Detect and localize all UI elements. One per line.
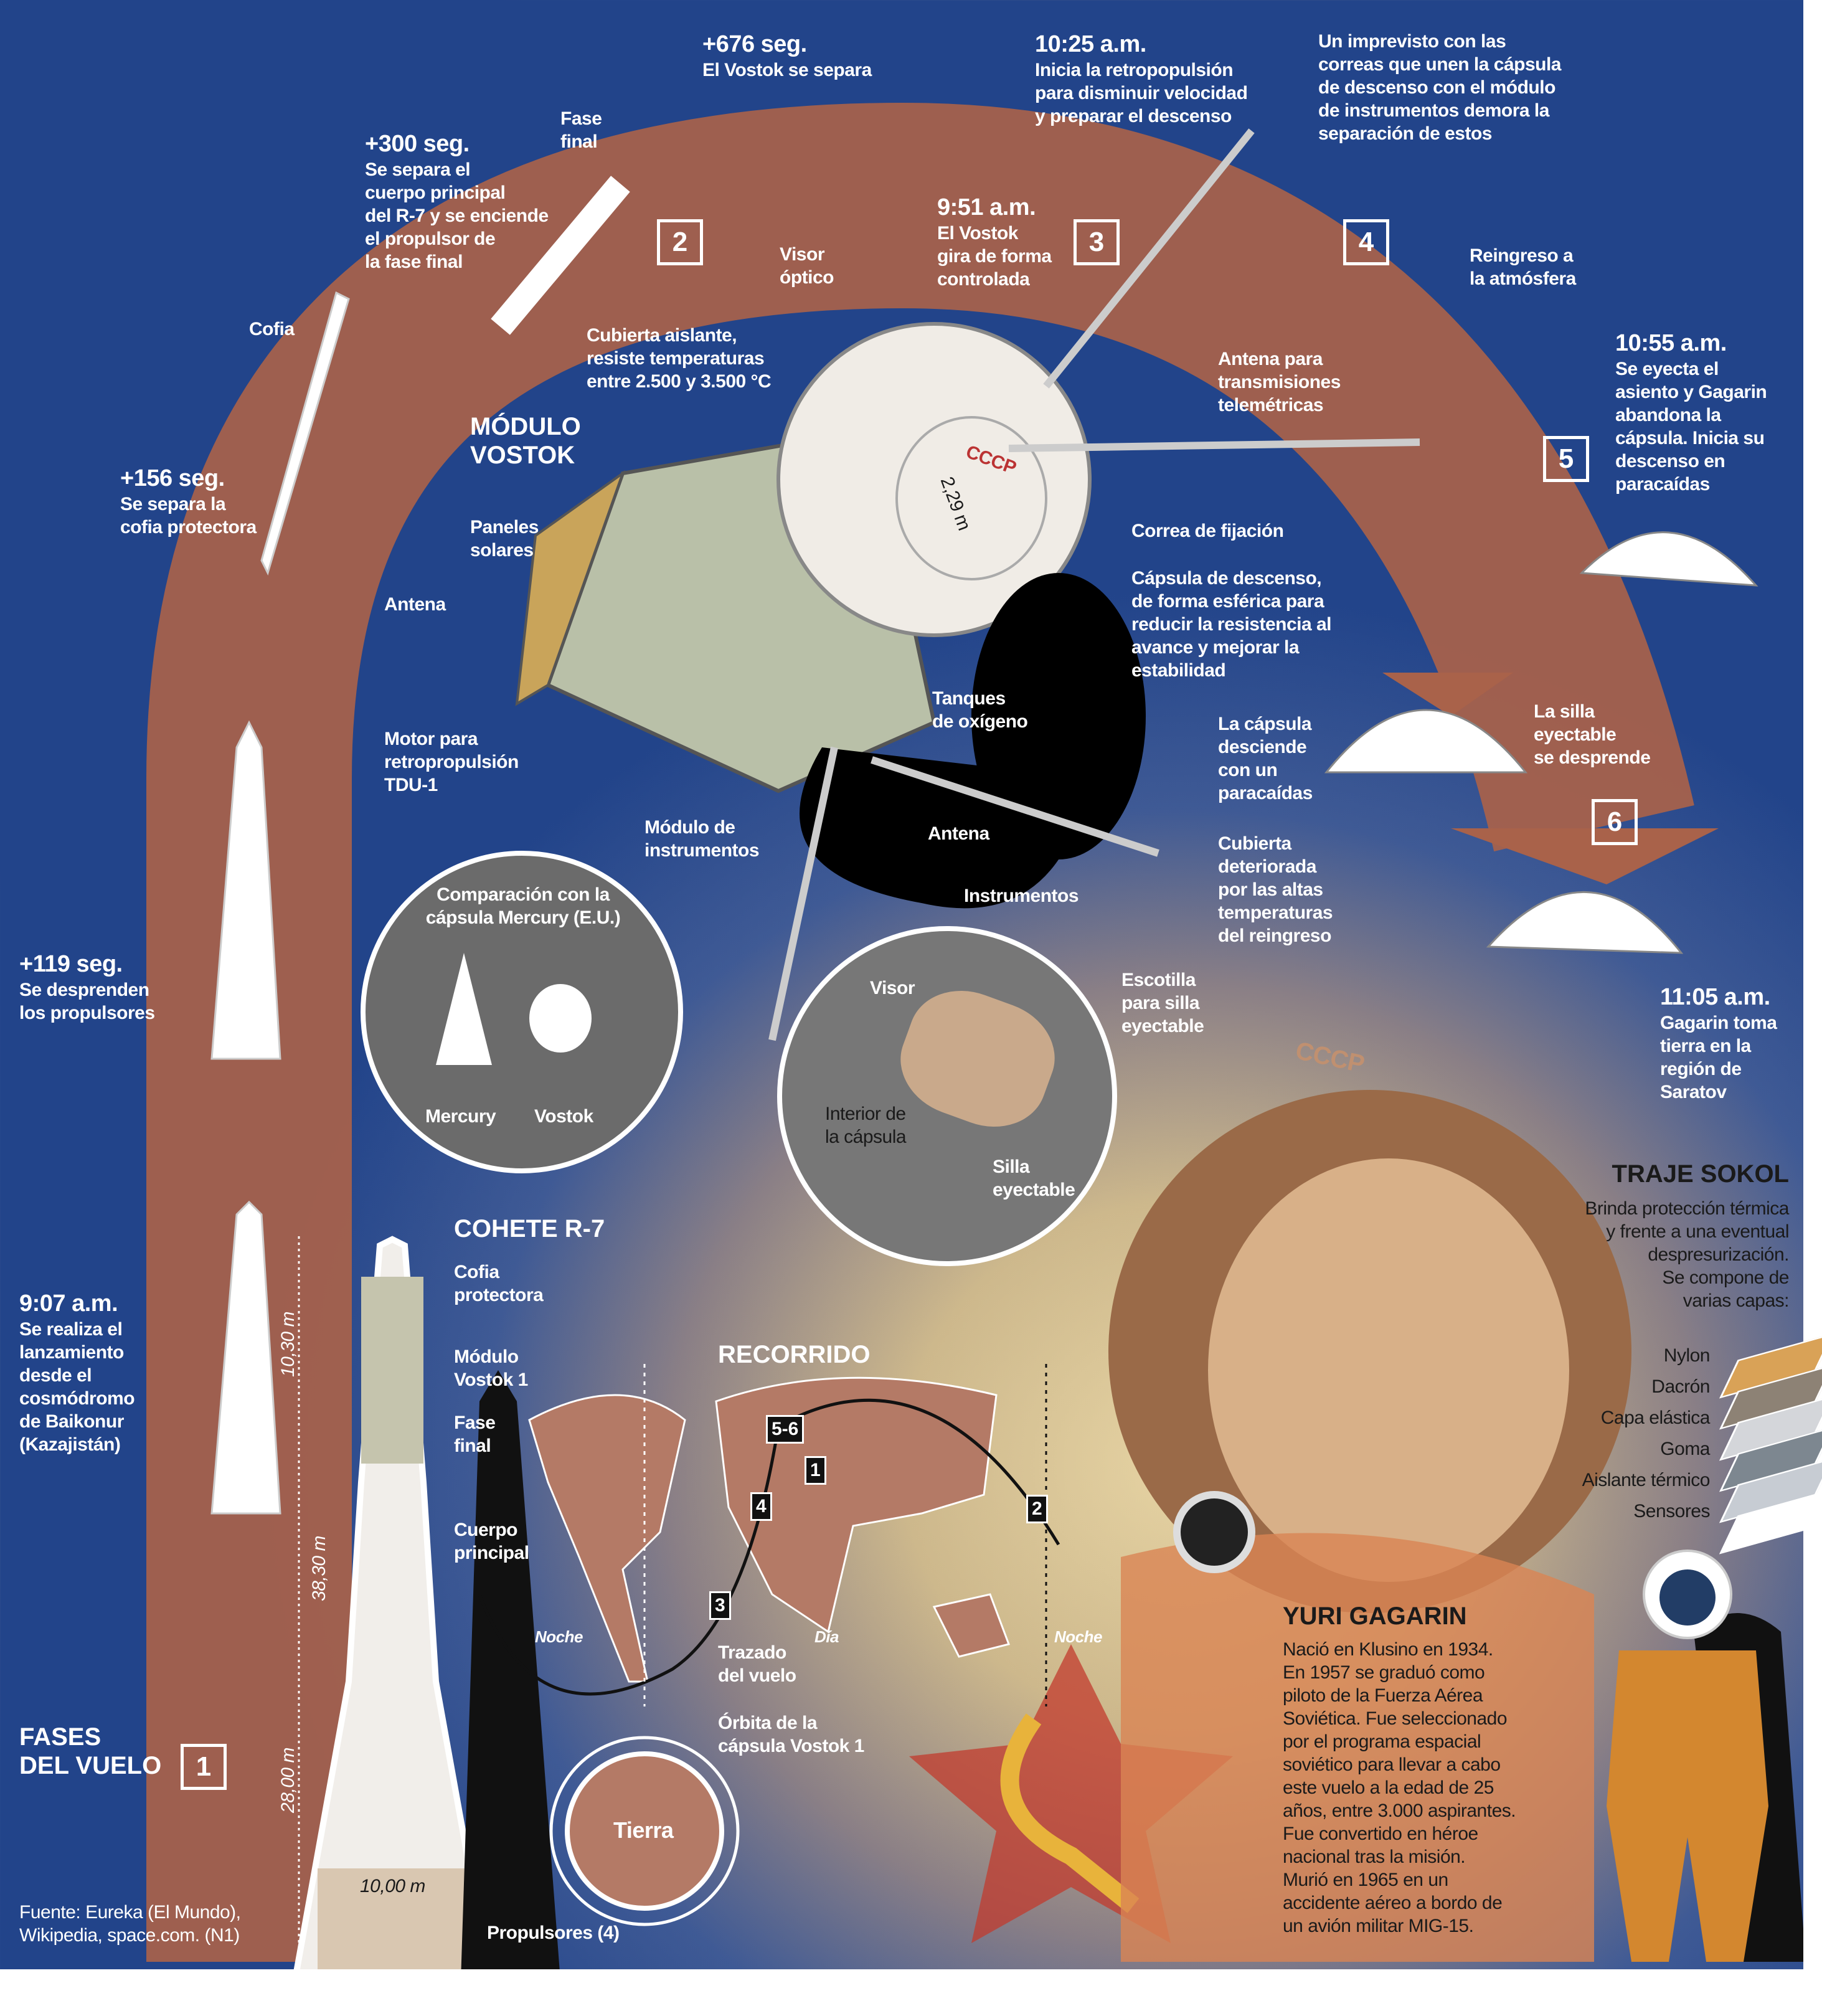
- flight-trajectory: [478, 1398, 1060, 1696]
- label-paneles: Paneles solares: [470, 517, 539, 561]
- phase-number-5: 5: [1543, 436, 1589, 482]
- route-title: RECORRIDO: [718, 1341, 871, 1368]
- label-noche-1: Noche: [535, 1627, 583, 1646]
- rocket-label-cofia: Cofia protectora: [454, 1262, 544, 1305]
- label-modulo-instrumentos: Módulo de instrumentos: [644, 817, 760, 861]
- label-antena-2: Antena: [928, 823, 989, 844]
- suit-layer-capa: Capa elástica: [1600, 1408, 1711, 1428]
- comparison-circle: [361, 851, 683, 1173]
- label-capsula: Cápsula de descenso, de forma esférica p…: [1131, 568, 1332, 681]
- label-cofia: Cofia: [249, 319, 295, 339]
- hammer-sickle-icon: [1000, 1713, 1140, 1913]
- label-motor: Motor para retropropulsión TDU-1: [384, 729, 519, 795]
- dim-width: 10,00 m: [360, 1876, 425, 1896]
- event-capsule-descent: La cápsula desciende con un paracaídas: [1218, 714, 1313, 803]
- phase-number-2: 2: [657, 219, 703, 265]
- label-antena-telemetria: Antena para transmisiones telemétricas: [1218, 349, 1341, 415]
- label-vostok: Vostok: [534, 1106, 593, 1127]
- dim-top: 10,30 m: [277, 1312, 298, 1377]
- parachute-icon: [1324, 531, 1758, 954]
- label-trazado: Trazado del vuelo: [718, 1642, 796, 1686]
- rocket-label-propulsores: Propulsores (4): [487, 1923, 620, 1943]
- label-tierra: Tierra: [613, 1817, 674, 1843]
- phase-number-1: 1: [181, 1744, 227, 1790]
- label-interior: Interior de la cápsula: [825, 1104, 907, 1147]
- label-escotilla: Escotilla para silla eyectable: [1121, 970, 1204, 1036]
- mercury-capsule-icon: [436, 953, 492, 1065]
- gagarin-bio: Nació en Klusino en 1934. En 1957 se gra…: [1283, 1639, 1516, 1936]
- event-strap-issue: Un imprevisto con las correas que unen l…: [1318, 31, 1562, 144]
- sokol-suit-illustration: [1607, 1550, 1806, 1962]
- suit-layer-nylon: Nylon: [1663, 1345, 1711, 1366]
- event-rotation: 9:51 a.m.El Vostok gira de forma control…: [937, 194, 1052, 290]
- label-dia: Día: [814, 1627, 839, 1646]
- map-marker-5-6: 5-6: [766, 1415, 805, 1444]
- label-instrumentos: Instrumentos: [964, 886, 1079, 906]
- event-seat-release: La silla eyectable se desprende: [1534, 701, 1651, 768]
- suit-title: TRAJE SOKOL: [1612, 1160, 1789, 1188]
- label-correa: Correa de fijación: [1131, 521, 1284, 541]
- label-antena-1: Antena: [384, 594, 446, 615]
- label-tanques: Tanques de oxígeno: [932, 688, 1028, 732]
- label-cubierta: Cubierta aislante, resiste temperaturas …: [587, 325, 772, 392]
- label-silla: Silla eyectable: [993, 1157, 1075, 1200]
- phase-number-4: 4: [1343, 219, 1389, 265]
- suit-layer-aislante: Aislante térmico: [1582, 1470, 1711, 1490]
- source-note: Fuente: Eureka (El Mundo), Wikipedia, sp…: [19, 1902, 241, 1946]
- event-launch: 9:07 a.m.Se realiza el lanzamiento desde…: [19, 1290, 135, 1455]
- map-marker-2: 2: [1026, 1495, 1048, 1523]
- bottom-margin: [0, 1969, 1822, 2016]
- label-visor-optico: Visor óptico: [780, 244, 834, 288]
- label-noche-2: Noche: [1054, 1627, 1102, 1646]
- label-orbita: Órbita de la cápsula Vostok 1: [718, 1713, 864, 1756]
- vostok-capsule-icon: [529, 984, 592, 1053]
- event-cover: Cubierta deteriorada por las altas tempe…: [1218, 833, 1333, 946]
- map-marker-3: 3: [709, 1591, 731, 1620]
- arc-arrow-head: [1451, 828, 1719, 884]
- event-main-sep: +300 seg.Se separa el cuerpo principal d…: [365, 131, 549, 272]
- rocket-label-fase: Fase final: [454, 1413, 496, 1456]
- label-fase-final: Fase final: [560, 108, 602, 152]
- event-fairing: +156 seg.Se separa la cofia protectora: [120, 465, 257, 537]
- event-boosters: +119 seg.Se desprenden los propulsores: [19, 951, 155, 1023]
- rocket-title: COHETE R-7: [454, 1215, 605, 1242]
- suit-layer-sensores: Sensores: [1633, 1501, 1710, 1521]
- dim-bottom: 28,00 m: [277, 1748, 298, 1813]
- suit-layer-dacron: Dacrón: [1651, 1376, 1710, 1397]
- suit-layer-goma: Goma: [1660, 1439, 1710, 1459]
- right-margin: [1803, 0, 1822, 2016]
- suit-text: Brinda protección térmica y frente a una…: [1585, 1198, 1789, 1311]
- orbit-ring: [549, 1736, 740, 1926]
- event-eject: 10:55 a.m.Se eyecta el asiento y Gagarin…: [1615, 330, 1767, 495]
- phases-title: FASES DEL VUELO: [19, 1723, 162, 1779]
- event-vostok-sep: +676 seg.El Vostok se separa: [702, 31, 872, 80]
- label-mercury: Mercury: [425, 1106, 496, 1127]
- event-reentry: Reingreso a la atmósfera: [1470, 245, 1576, 289]
- map-marker-1: 1: [805, 1456, 826, 1485]
- gagarin-title: YURI GAGARIN: [1283, 1602, 1467, 1630]
- gagarin-portrait: [1108, 1090, 1631, 1962]
- arc-arrow-head-2: [1382, 673, 1513, 716]
- label-visor: Visor: [870, 978, 915, 998]
- comparison-title: Comparación con la cápsula Mercury (E.U.…: [425, 884, 621, 928]
- vostok-module-illustration: [515, 128, 1420, 1041]
- event-landing: 11:05 a.m.Gagarin toma tierra en la regi…: [1660, 984, 1777, 1102]
- module-title: MÓDULO VOSTOK: [470, 413, 581, 469]
- dim-total: 38,30 m: [308, 1536, 329, 1601]
- rocket-label-cuerpo: Cuerpo principal: [454, 1520, 529, 1563]
- earth-circle: [565, 1751, 724, 1911]
- phase-number-6: 6: [1592, 799, 1638, 845]
- rocket-label-modulo: Módulo Vostok 1: [454, 1346, 528, 1390]
- map-marker-4: 4: [750, 1492, 772, 1521]
- event-retro: 10:25 a.m.Inicia la retropopulsión para …: [1035, 31, 1248, 126]
- phase-number-3: 3: [1074, 219, 1120, 265]
